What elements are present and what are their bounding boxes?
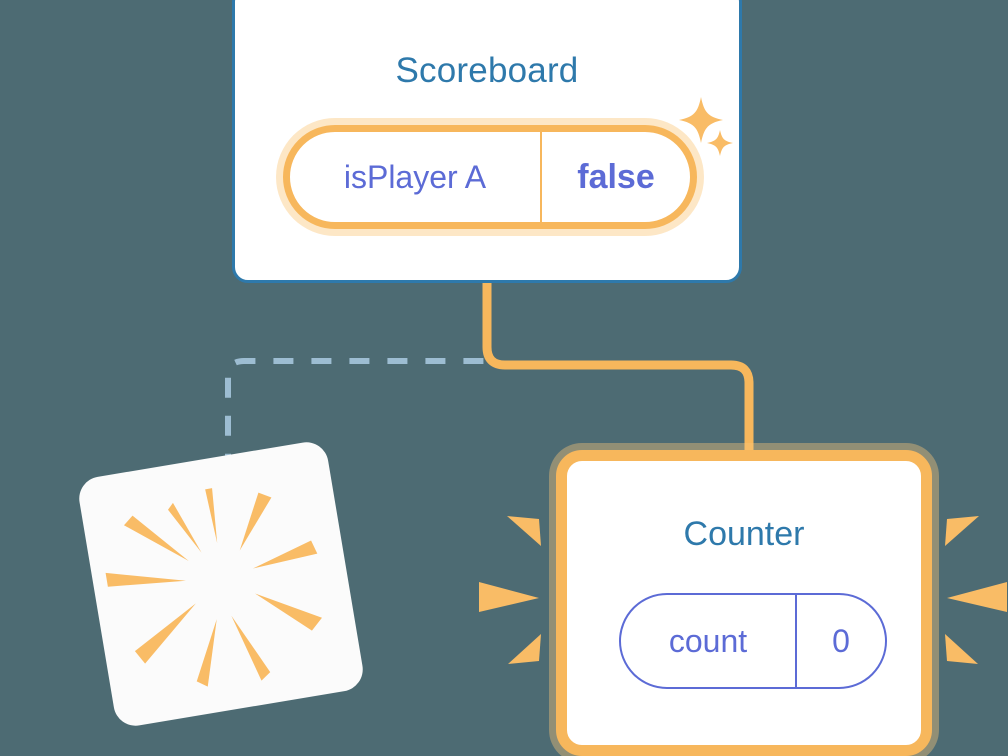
burst-ray <box>239 492 272 551</box>
burst-ray <box>123 515 189 562</box>
blank-card-burst-icon <box>105 488 322 687</box>
connector-scoreboard-to-blank-card <box>225 287 489 482</box>
node-scoreboard[interactable]: Scoreboard isPlayer A false <box>232 0 742 283</box>
burst-ray <box>105 572 186 587</box>
scoreboard-title: Scoreboard <box>395 51 579 90</box>
scoreboard-state-key: isPlayer A <box>290 132 542 222</box>
burst-ray <box>168 502 202 553</box>
burst-ray <box>205 488 218 544</box>
connector-scoreboard-to-counter <box>482 283 754 462</box>
node-blank-card[interactable] <box>75 438 367 730</box>
burst-ray <box>196 619 217 687</box>
burst-ray <box>231 615 271 681</box>
counter-state-key: count <box>621 595 797 687</box>
counter-state-value: 0 <box>832 622 850 659</box>
burst-ray <box>134 603 196 664</box>
counter-state-pill[interactable]: count 0 <box>619 593 887 689</box>
scoreboard-state-pill[interactable]: isPlayer A false <box>283 125 697 229</box>
burst-ray <box>255 593 322 631</box>
burst-ray <box>252 540 318 569</box>
scoreboard-state-value: false <box>577 157 655 196</box>
counter-title: Counter <box>683 515 805 553</box>
node-counter[interactable]: Counter count 0 <box>556 450 932 756</box>
